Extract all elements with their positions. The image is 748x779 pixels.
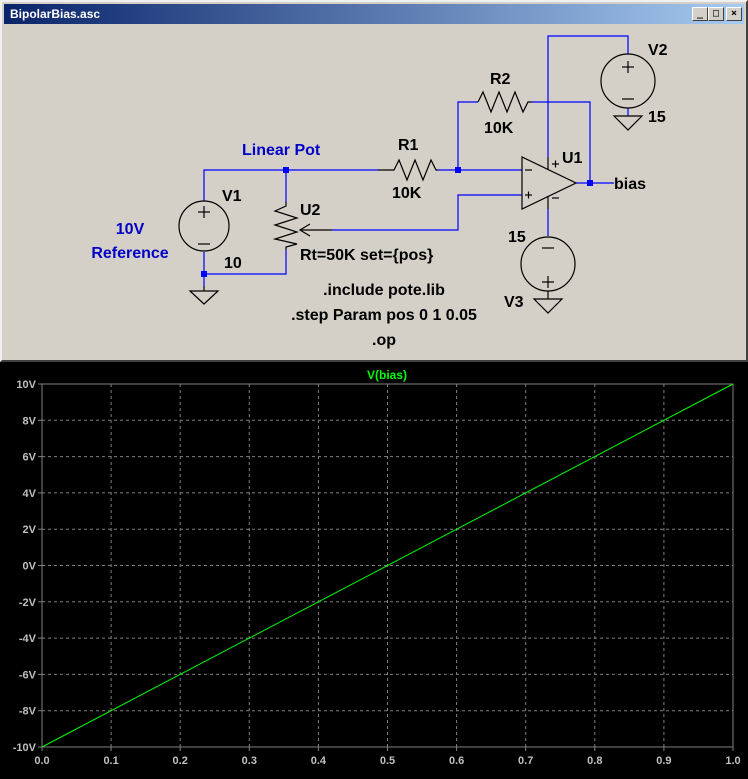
x-tick-label: 1.0 (725, 755, 740, 767)
net-label-linear-pot: Linear Pot (242, 142, 321, 159)
y-tick-label: -10V (13, 742, 37, 754)
r2-name: R2 (490, 71, 511, 88)
trace-legend[interactable]: V(bias) (367, 368, 407, 382)
directive-include: .include pote.lib (323, 282, 445, 299)
y-tick-label: 8V (23, 415, 37, 427)
v1-name: V1 (222, 188, 242, 205)
u1-name: U1 (562, 150, 583, 167)
x-tick-label: 0.8 (587, 755, 602, 767)
r2-value: 10K (484, 120, 514, 137)
components (178, 53, 656, 314)
v1-value: 10 (224, 255, 242, 272)
y-tick-label: -2V (19, 597, 37, 609)
y-tick-label: -8V (19, 706, 37, 718)
v3-name: V3 (504, 294, 524, 311)
v2-name: V2 (648, 42, 668, 59)
x-tick-label: 0.7 (518, 755, 533, 767)
y-tick-label: 10V (16, 379, 36, 391)
net-label-bias: bias (614, 176, 646, 193)
v2-value: 15 (648, 109, 666, 126)
wires (203, 35, 629, 286)
plot-background (0, 362, 748, 779)
traces (41, 383, 734, 748)
trace-v-bias[interactable] (41, 383, 734, 748)
r1-value: 10K (392, 185, 422, 202)
schematic-window: BipolarBias.asc _ □ × (0, 0, 748, 362)
u2-name: U2 (300, 202, 321, 219)
directive-op: .op (372, 332, 396, 349)
minimize-button[interactable]: _ (692, 7, 708, 21)
x-tick-label: 0.6 (449, 755, 464, 767)
v3-value: 15 (508, 229, 526, 246)
maximize-button[interactable]: □ (708, 7, 724, 21)
y-tick-label: -4V (19, 633, 37, 645)
junctions (201, 167, 593, 277)
r1-name: R1 (398, 137, 419, 154)
x-tick-label: 0.3 (242, 755, 257, 767)
directive-step: .step Param pos 0 1 0.05 (291, 307, 477, 324)
plot-frame (41, 383, 734, 748)
ref-label-1: 10V (116, 221, 145, 238)
y-tick-label: 2V (23, 524, 37, 536)
x-tick-label: 0.9 (656, 755, 671, 767)
y-tick-label: 4V (23, 488, 37, 500)
window-title: BipolarBias.asc (10, 7, 101, 21)
x-tick-label: 0.1 (103, 755, 118, 767)
x-tick-label: 0.4 (311, 755, 327, 767)
close-button[interactable]: × (726, 7, 742, 21)
x-tick-label: 0.0 (34, 755, 49, 767)
schematic-canvas[interactable]: Linear Pot bias 10V Reference V1 10 V2 1… (2, 26, 746, 362)
x-tick-label: 0.2 (173, 755, 188, 767)
y-tick-label: 6V (23, 452, 37, 464)
y-axis-labels: 10V 8V 6V 4V 2V 0V -2V -4V -6V -8V -10V (13, 379, 42, 754)
y-tick-label: 0V (23, 561, 37, 573)
y-tick-label: -6V (19, 669, 37, 681)
title-bar[interactable]: BipolarBias.asc _ □ × (4, 4, 744, 24)
x-tick-label: 0.5 (380, 755, 395, 767)
ref-label-2: Reference (91, 245, 168, 262)
u2-value: Rt=50K set={pos} (300, 247, 433, 264)
plot-grid (42, 384, 733, 747)
x-axis-labels: 0.0 0.1 0.2 0.3 0.4 0.5 0.6 0.7 0.8 0.9 1.0 (34, 747, 741, 767)
